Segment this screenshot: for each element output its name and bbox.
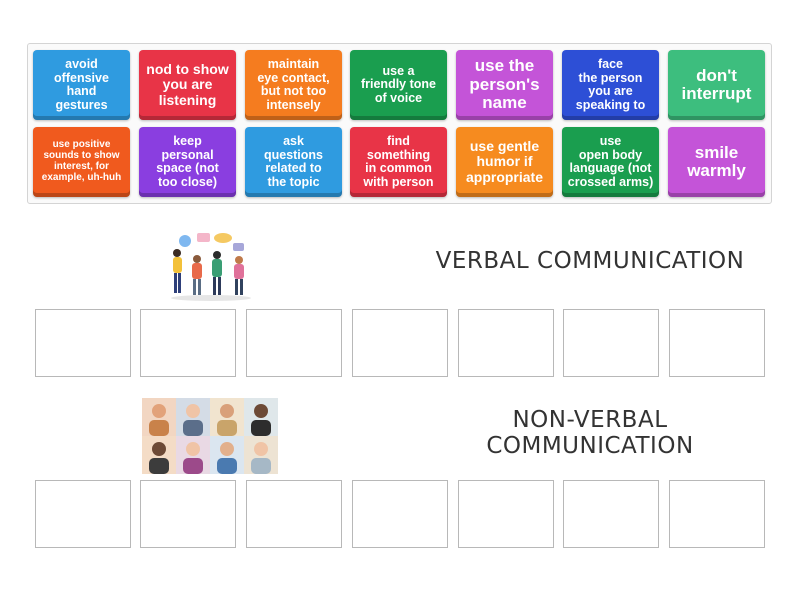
drop-slot[interactable]	[140, 309, 236, 377]
nonverbal-group-title: NON-VERBAL COMMUNICATION	[486, 407, 694, 459]
answer-tile[interactable]: use positive sounds to show interest, fo…	[33, 127, 130, 197]
verbal-group-title: VERBAL COMMUNICATION	[435, 248, 745, 274]
drop-slot[interactable]	[458, 480, 554, 548]
answer-tile[interactable]: nod to show you are listening	[139, 50, 236, 120]
answer-tile[interactable]: smile warmly	[668, 127, 765, 197]
answer-tile[interactable]: don't interrupt	[668, 50, 765, 120]
answer-tile[interactable]: use a friendly tone of voice	[350, 50, 447, 120]
group-conversation-illustration	[165, 229, 257, 301]
answer-tile[interactable]: use open body language (not crossed arms…	[562, 127, 659, 197]
drop-slot[interactable]	[563, 480, 659, 548]
drop-slot[interactable]	[140, 480, 236, 548]
drop-slot[interactable]	[669, 480, 765, 548]
answer-tile[interactable]: find something in common with person	[350, 127, 447, 197]
answer-tile[interactable]: face the person you are speaking to	[562, 50, 659, 120]
drop-slot[interactable]	[669, 309, 765, 377]
answer-tile[interactable]: use gentle humor if appropriate	[456, 127, 553, 197]
drop-slot[interactable]	[246, 480, 342, 548]
answer-tile[interactable]: maintain eye contact, but not too intens…	[245, 50, 342, 120]
answer-tile[interactable]: avoid offensive hand gestures	[33, 50, 130, 120]
drop-slot[interactable]	[35, 480, 131, 548]
drop-slot[interactable]	[35, 309, 131, 377]
drop-slot[interactable]	[352, 480, 448, 548]
answer-tile[interactable]: ask questions related to the topic	[245, 127, 342, 197]
drop-slot[interactable]	[563, 309, 659, 377]
facial-expressions-photo-grid	[142, 398, 278, 474]
answer-tile[interactable]: keep personal space (not too close)	[139, 127, 236, 197]
answer-tile[interactable]: use the person's name	[456, 50, 553, 120]
drop-slot[interactable]	[246, 309, 342, 377]
drop-slot[interactable]	[352, 309, 448, 377]
drop-slot[interactable]	[458, 309, 554, 377]
